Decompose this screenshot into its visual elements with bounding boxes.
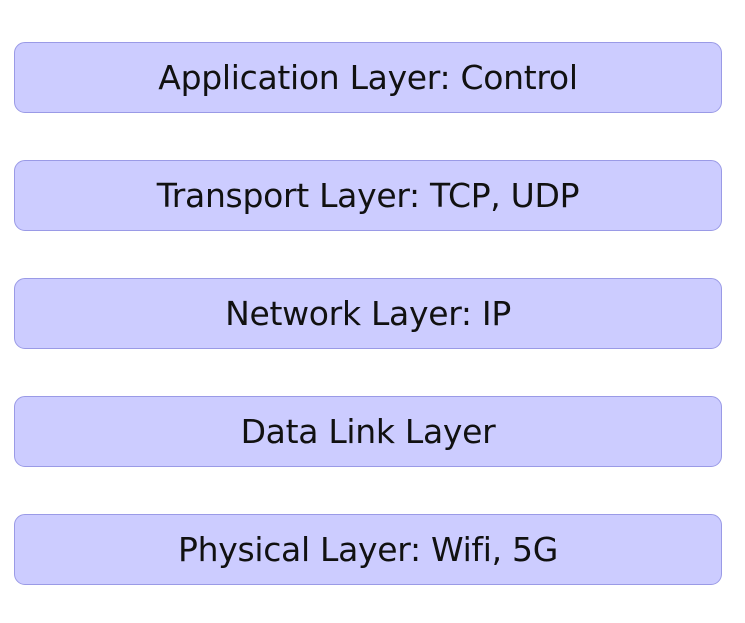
transport-layer-box: Transport Layer: TCP, UDP xyxy=(14,160,722,231)
transport-layer-label: Transport Layer: TCP, UDP xyxy=(156,176,580,215)
network-layer-box: Network Layer: IP xyxy=(14,278,722,349)
physical-layer-box: Physical Layer: Wifi, 5G xyxy=(14,514,722,585)
application-layer-label: Application Layer: Control xyxy=(158,58,578,97)
application-layer-box: Application Layer: Control xyxy=(14,42,722,113)
physical-layer-label: Physical Layer: Wifi, 5G xyxy=(178,530,558,569)
data-link-layer-label: Data Link Layer xyxy=(240,412,496,451)
data-link-layer-box: Data Link Layer xyxy=(14,396,722,467)
network-layer-stack: Application Layer: Control Transport Lay… xyxy=(14,42,722,585)
network-layer-label: Network Layer: IP xyxy=(225,294,511,333)
